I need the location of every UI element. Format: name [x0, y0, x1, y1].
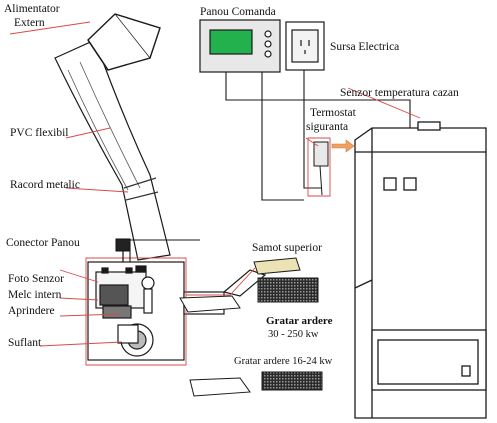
- label-gratar-range: 30 - 250 kw: [268, 329, 319, 340]
- label-suflant: Suflant: [8, 337, 42, 349]
- external-feeder: [87, 13, 161, 71]
- feed-tube: [54, 39, 171, 261]
- label-melc-intern: Melc intern: [8, 289, 62, 301]
- control-panel: [199, 19, 281, 73]
- label-gratar-ardere-small: Gratar ardere 16-24 kw: [234, 356, 333, 367]
- label-foto-senzor: Foto Senzor: [8, 273, 64, 285]
- burner-unit: [87, 261, 267, 361]
- label-pvc-flexibil: PVC flexibil: [10, 127, 68, 139]
- grate-large: [179, 277, 319, 313]
- label-racord-metalic: Racord metalic: [10, 179, 80, 191]
- label-panou-comanda: Panou Comanda: [200, 6, 276, 18]
- samot-superior-block: [253, 257, 301, 275]
- label-termostat: Termostat: [310, 107, 357, 119]
- label-aprindere: Aprindere: [8, 305, 55, 317]
- safety-thermostat: [313, 141, 329, 196]
- label-extern: Extern: [14, 17, 45, 29]
- label-leaders: [9, 21, 421, 347]
- panel-connector: [115, 238, 131, 262]
- label-gratar-ardere: Gratar ardere: [266, 315, 333, 327]
- arrow-to-boiler: [331, 139, 355, 153]
- label-siguranta: siguranta: [306, 121, 348, 133]
- label-samot-superior: Samot superior: [252, 242, 322, 254]
- label-conector-panou: Conector Panou: [6, 237, 80, 249]
- boiler: [354, 121, 487, 419]
- label-senzor-temperatura: Senzor temperatura cazan: [340, 87, 459, 99]
- power-socket: [285, 21, 325, 71]
- thermostat-leader: [307, 137, 331, 197]
- grate-small: [189, 371, 323, 397]
- label-alimentator: Alimentator: [4, 3, 60, 15]
- label-sursa-electrica: Sursa Electrica: [330, 41, 399, 53]
- burner-leaders: [85, 257, 256, 366]
